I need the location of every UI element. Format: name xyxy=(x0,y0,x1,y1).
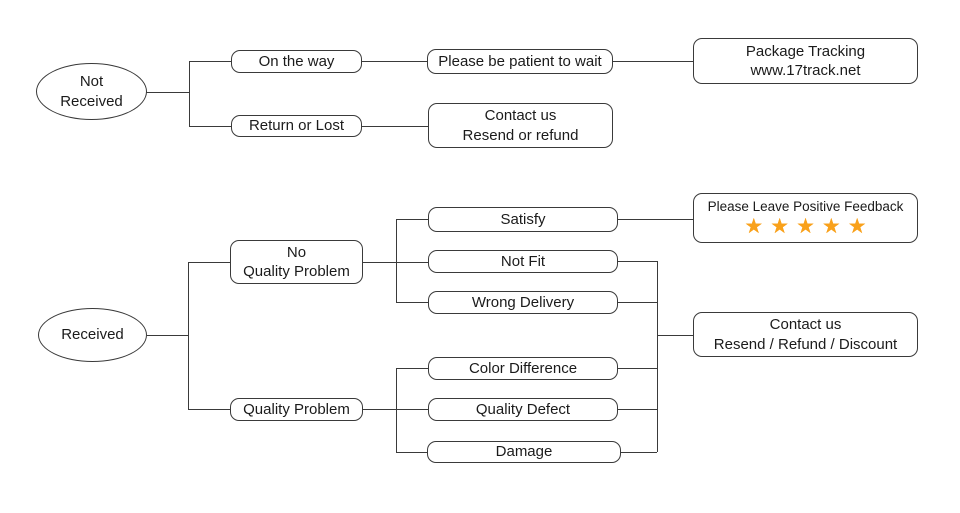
star-icon: ★ xyxy=(821,215,848,239)
connector-to-on-the-way xyxy=(189,61,231,62)
star-icon: ★ xyxy=(847,215,874,239)
connector-qualitydefect-bus xyxy=(618,409,657,410)
node-wrong-delivery: Wrong Delivery xyxy=(428,291,618,314)
node-received: Received xyxy=(38,308,147,362)
connector-returnlost-contact xyxy=(362,126,428,127)
star-icon: ★ xyxy=(796,215,822,239)
node-positive-feedback: Please Leave Positive Feedback ★★★★★ xyxy=(693,193,918,243)
node-return-or-lost: Return or Lost xyxy=(231,115,362,137)
connector-wrongdelivery-bus xyxy=(618,302,657,303)
connector-notreceived-bus xyxy=(189,61,190,127)
connector-to-damage xyxy=(396,452,427,453)
node-contact-resend-refund-discount: Contact us Resend / Refund / Discount xyxy=(693,312,918,357)
node-damage: Damage xyxy=(427,441,621,463)
node-package-tracking: Package Tracking www.17track.net xyxy=(693,38,918,84)
connector-ontheway-pleasewait xyxy=(362,61,427,62)
node-color-difference: Color Difference xyxy=(428,357,618,380)
connector-to-color-difference xyxy=(396,368,428,369)
connector-to-wrong-delivery xyxy=(396,302,428,303)
node-quality-defect: Quality Defect xyxy=(428,398,618,421)
connector-quality-bus xyxy=(396,368,397,452)
connector-to-no-quality-problem xyxy=(188,262,230,263)
connector-noquality-bus xyxy=(396,219,397,303)
node-please-be-patient: Please be patient to wait xyxy=(427,49,613,74)
connector-contact-bus xyxy=(657,261,658,452)
connector-bus-contact xyxy=(657,335,693,336)
feedback-label: Please Leave Positive Feedback xyxy=(707,198,904,214)
connector-notfit-bus xyxy=(618,261,657,262)
connector-pleasewait-tracking xyxy=(613,61,693,62)
node-on-the-way: On the way xyxy=(231,50,362,73)
node-satisfy: Satisfy xyxy=(428,207,618,232)
connector-satisfy-feedback xyxy=(618,219,693,220)
connector-notreceived-branch xyxy=(146,92,190,93)
connector-damage-bus xyxy=(621,452,657,453)
star-icon: ★ xyxy=(770,215,797,239)
connector-to-quality-problem xyxy=(188,409,230,410)
connector-noquality-branch xyxy=(363,262,428,263)
node-not-received: Not Received xyxy=(36,63,147,120)
node-contact-resend-refund: Contact us Resend or refund xyxy=(428,103,613,148)
node-quality-problem: Quality Problem xyxy=(230,398,363,421)
star-icon: ★ xyxy=(744,215,771,239)
connector-to-return-or-lost xyxy=(189,126,231,127)
connector-to-satisfy xyxy=(396,219,428,220)
star-rating: ★★★★★ xyxy=(737,216,873,237)
connector-colordifference-bus xyxy=(618,368,657,369)
node-no-quality-problem: No Quality Problem xyxy=(230,240,363,284)
connector-quality-branch xyxy=(363,409,428,410)
connector-received-branch xyxy=(147,335,188,336)
node-not-fit: Not Fit xyxy=(428,250,618,273)
connector-received-bus xyxy=(188,262,189,410)
